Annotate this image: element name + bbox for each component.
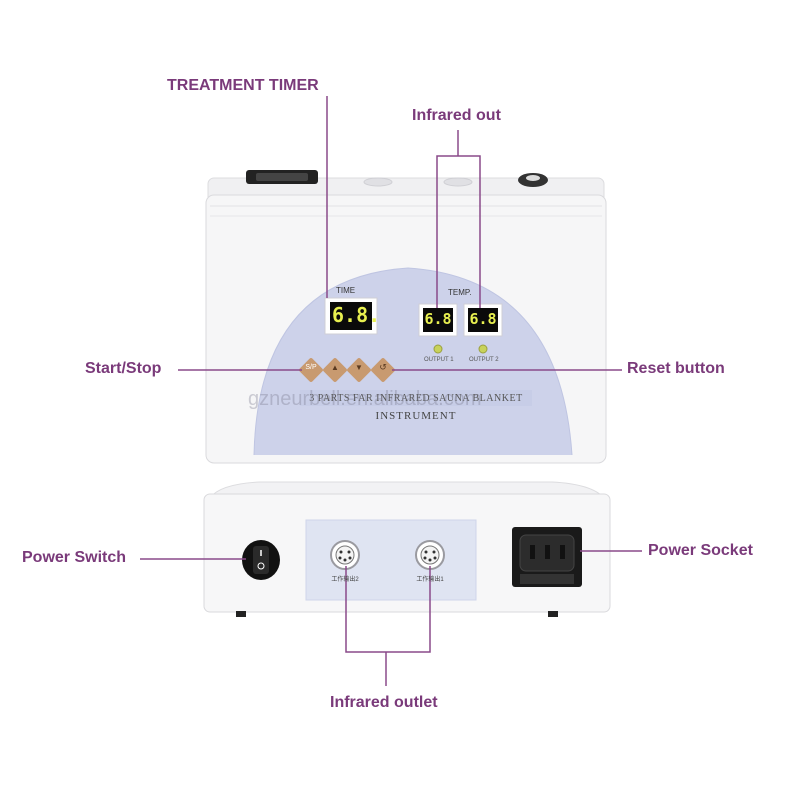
down-button[interactable]: ▼: [355, 363, 363, 372]
start-stop-button[interactable]: S/P: [305, 364, 317, 371]
callout-infrared-out: Infrared out: [412, 107, 501, 124]
port1-label: 工作输出2: [331, 577, 359, 583]
temp2-display: 6.8: [469, 310, 497, 328]
device-name-line2: INSTRUMENT: [375, 410, 457, 422]
callout-treatment-timer: TREATMENT TIMER: [167, 77, 319, 94]
reset-button[interactable]: ↺: [379, 362, 387, 372]
port2-label: 工作输出1: [416, 577, 444, 583]
panel-buttons: [299, 358, 395, 382]
front-unit: [205, 170, 607, 464]
time-display: 6.8.: [332, 303, 381, 327]
device-name-line1: 3 PARTS FAR INFRARED SAUNA BLANKET: [309, 393, 523, 404]
output1-led: [433, 344, 443, 354]
output2-led: [478, 344, 488, 354]
temp-label: TEMP.: [448, 288, 472, 297]
callout-power-switch: Power Switch: [22, 549, 127, 566]
callout-start-stop: Start/Stop: [85, 360, 162, 377]
output2-label: OUTPUT 2: [469, 357, 499, 363]
up-button[interactable]: ▲: [331, 363, 339, 372]
watermark: gzneurbell.en.alibaba.com: [248, 388, 482, 410]
callout-reset-button: Reset button: [627, 360, 725, 377]
leader-lines: [140, 96, 642, 686]
callout-power-socket: Power Socket: [648, 542, 753, 559]
rear-unit: [203, 481, 611, 617]
temp1-display: 6.8: [424, 310, 452, 328]
time-label: TIME: [336, 286, 356, 295]
output1-label: OUTPUT 1: [424, 357, 454, 363]
callout-infrared-outlet: Infrared outlet: [330, 694, 438, 711]
